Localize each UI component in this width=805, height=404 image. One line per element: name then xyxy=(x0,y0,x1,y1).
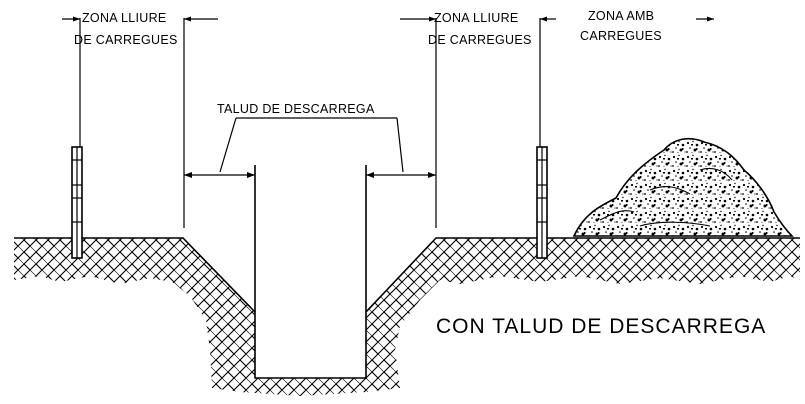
barrier-post-left xyxy=(71,146,83,259)
barrier-post-right xyxy=(536,146,548,259)
zone-free-right-label-1: ZONA LLIURE xyxy=(434,11,519,25)
spoil-pile-icon xyxy=(572,137,794,237)
zone-free-right-label-2: DE CARREGUES xyxy=(428,33,532,47)
trench-outline xyxy=(14,237,800,379)
slope-label: TALUD DE DESCARREGA xyxy=(217,102,375,116)
extension-lines xyxy=(79,18,541,228)
zone-free-left-label-1: ZONA LLIURE xyxy=(82,11,167,25)
slope-dimension-arrows xyxy=(184,172,436,178)
zone-free-left-label-2: DE CARREGUES xyxy=(74,33,178,47)
slope-leaders xyxy=(219,117,404,173)
top-dimension-arrows xyxy=(62,16,714,22)
zone-loads-label-1: ZONA AMB xyxy=(588,9,654,23)
diagram-caption: CON TALUD DE DESCARREGA xyxy=(436,315,766,338)
ground-soil xyxy=(14,238,800,396)
zone-loads-label-2: CARREGUES xyxy=(580,29,662,43)
